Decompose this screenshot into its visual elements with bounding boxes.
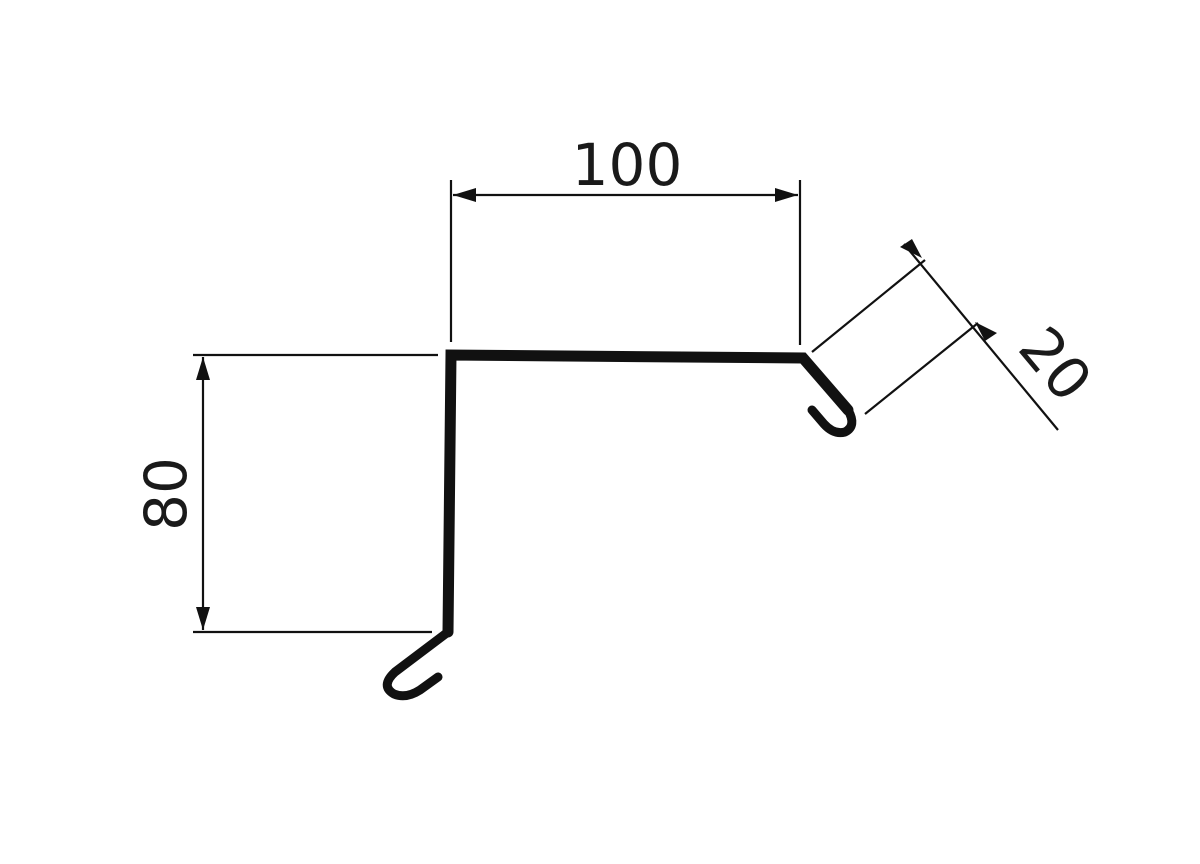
- height-label: 80: [132, 457, 200, 531]
- height-arrow-top: [196, 357, 210, 380]
- profile-outline: [442, 349, 854, 638]
- flange-extension-outer: [811, 259, 926, 353]
- right-hem: [807, 405, 857, 438]
- flange-arrow-upper: [900, 239, 922, 258]
- flange-arrow-lower: [975, 322, 997, 341]
- flange-dimension-line: [903, 243, 1059, 431]
- width-label: 100: [572, 131, 683, 199]
- width-arrow-right: [775, 188, 798, 202]
- flange-extension-inner: [864, 322, 979, 415]
- flange-label: 20: [1006, 314, 1106, 414]
- bottom-hem: [382, 627, 453, 701]
- height-arrow-bottom: [196, 607, 210, 630]
- width-arrow-left: [453, 188, 476, 202]
